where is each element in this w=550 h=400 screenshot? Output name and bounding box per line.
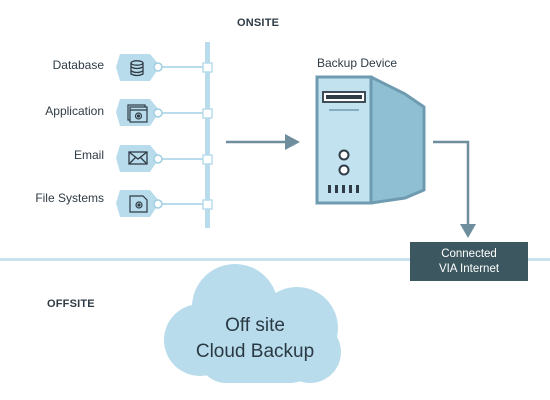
application-window-icon (127, 104, 148, 123)
envelope-icon (128, 151, 148, 165)
cloud-line2: Cloud Backup (195, 341, 315, 362)
cloud-icon (164, 264, 341, 383)
source-label-file-systems: File Systems (35, 191, 104, 205)
database-tag (116, 54, 213, 81)
source-label-application: Application (45, 104, 104, 118)
arrow-to-internet-connection (433, 140, 476, 238)
email-tag (116, 145, 213, 172)
offsite-heading: OFFSITE (47, 298, 95, 310)
onsite-heading: ONSITE (237, 17, 280, 29)
cloud-backup-label: Off site Cloud Backup (165, 313, 345, 365)
database-icon (130, 60, 144, 77)
connection-bus (205, 42, 210, 228)
file-systems-tag (116, 190, 213, 217)
cloud-line1: Off site (225, 315, 285, 336)
source-label-database: Database (52, 58, 104, 72)
internet-connection-badge: Connected VIA Internet (410, 242, 528, 281)
server-tower-icon (315, 75, 426, 205)
connection-line2: VIA Internet (438, 262, 500, 275)
file-system-icon (129, 195, 148, 213)
backup-device-label: Backup Device (317, 56, 398, 70)
connection-line1: Connected (441, 247, 497, 260)
onsite-offsite-divider (0, 258, 550, 261)
arrow-to-backup-device (226, 134, 300, 150)
source-label-email: Email (73, 148, 104, 162)
